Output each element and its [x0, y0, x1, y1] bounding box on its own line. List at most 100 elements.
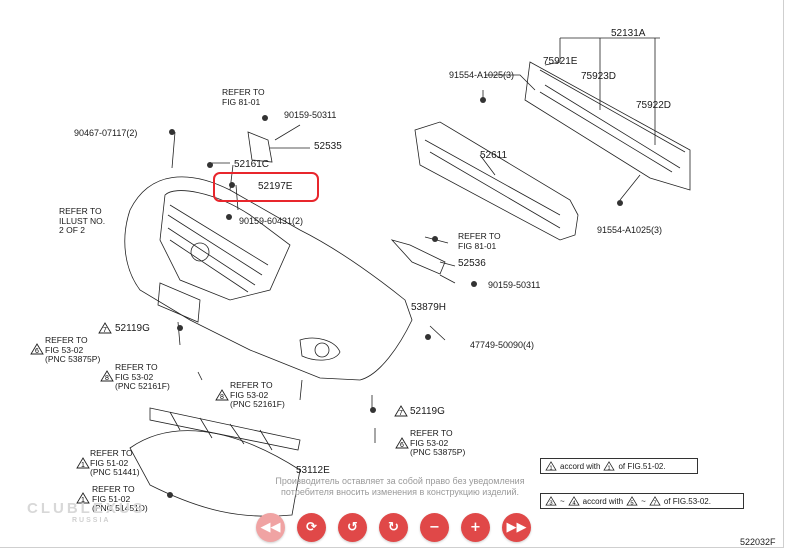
energy-absorber-detail — [424, 139, 561, 229]
part-label: 75923D — [581, 71, 617, 82]
triangle-5-icon: 5 — [626, 496, 638, 506]
part-label: 52119G — [410, 406, 445, 417]
viewer-toolbar: ◀◀ ⟳ ↺ ↻ − + ▶▶ — [256, 513, 531, 542]
bumper-cover — [124, 176, 413, 381]
part-label: 52535 — [314, 141, 342, 152]
part-label: 52161C — [234, 159, 270, 170]
lower-spoiler — [129, 430, 301, 517]
plate-area — [157, 282, 201, 323]
rotate-left-button[interactable]: ↺ — [338, 513, 367, 542]
svg-text:3: 3 — [549, 500, 552, 506]
triangle-8-icon: 8 — [100, 370, 114, 382]
grille-bars — [167, 204, 269, 293]
legend-tail: of FIG.51-02. — [618, 461, 666, 471]
bracket-left — [247, 131, 273, 163]
triangle-6-icon: 6 — [30, 343, 44, 355]
clip-90467 — [169, 129, 175, 135]
part-label: 90467-07117(2) — [74, 128, 138, 138]
zoom-in-button[interactable]: + — [461, 513, 490, 542]
clip-fig51 — [167, 492, 173, 498]
triangle-7-icon: 7 — [394, 405, 408, 417]
part-label: 52197E — [258, 181, 293, 192]
part-label: 90159-50311 — [488, 280, 541, 290]
energy-absorber — [414, 121, 579, 241]
part-label: 47749-50090(4) — [470, 340, 535, 350]
rotate-button[interactable]: ⟳ — [297, 513, 326, 542]
part-label: 90159-60431(2) — [239, 216, 304, 226]
fog-lamp — [299, 337, 341, 361]
triangle-3-icon: 3 — [545, 496, 557, 506]
legend-fig53: 3 ~ 4 accord with 5 ~ 7 of FIG.53-02. — [540, 493, 744, 509]
part-label: 52611 — [480, 150, 508, 161]
triangle-7-icon: 7 — [649, 496, 661, 506]
rotate-right-button[interactable]: ↻ — [379, 513, 408, 542]
part-label: 75921E — [543, 56, 578, 67]
svg-text:1: 1 — [608, 465, 611, 471]
legend-text: accord with — [582, 496, 624, 506]
triangle-8-icon: 8 — [215, 389, 229, 401]
disclaimer-notice: Производитель оставляет за собой право б… — [235, 476, 565, 498]
clip-52161C — [207, 162, 213, 168]
nut-47749 — [425, 334, 431, 340]
last-button[interactable]: ▶▶ — [502, 513, 531, 542]
svg-text:1: 1 — [549, 465, 552, 471]
clip-52197E — [229, 182, 235, 188]
diagram-id: 522032F — [740, 537, 776, 547]
bracket-right — [390, 239, 446, 275]
disclaimer-line: Производитель оставляет за собой право б… — [275, 476, 525, 486]
legend-tilde: ~ — [641, 496, 646, 506]
svg-text:7: 7 — [103, 327, 107, 334]
part-label: 91554-A1025(3) — [597, 225, 663, 235]
grille-emblem — [190, 242, 210, 262]
reinforcement-beam — [524, 61, 691, 191]
svg-text:7: 7 — [653, 500, 656, 506]
zoom-out-button[interactable]: − — [420, 513, 449, 542]
legend-text: accord with — [560, 461, 601, 471]
bolt-91554-bottom — [617, 200, 623, 206]
clip-fig81-right — [432, 236, 438, 242]
svg-text:1: 1 — [81, 497, 85, 504]
lower-trim — [149, 407, 301, 451]
clip-52119G-right — [370, 407, 376, 413]
triangle-7-icon: 7 — [98, 322, 112, 334]
triangle-1-icon: 1 — [76, 492, 90, 504]
part-label: 52131A — [611, 28, 646, 39]
triangle-1-icon: 1 — [603, 461, 616, 471]
watermark-sub: RUSSIA — [72, 517, 111, 524]
watermark-logo: CLUBLEXUS — [27, 500, 146, 517]
svg-text:6: 6 — [400, 442, 404, 449]
triangle-6-icon: 6 — [395, 437, 409, 449]
first-button[interactable]: ◀◀ — [256, 513, 285, 542]
legend-tilde: ~ — [560, 496, 565, 506]
triangle-1-icon: 1 — [545, 461, 557, 471]
clip-52119G-left — [177, 325, 183, 331]
svg-text:6: 6 — [35, 348, 39, 355]
svg-text:1: 1 — [81, 462, 85, 469]
reinforcement-beam-detail — [539, 69, 686, 173]
triangle-1-icon: 1 — [76, 457, 90, 469]
svg-text:8: 8 — [105, 375, 109, 382]
svg-text:4: 4 — [572, 500, 576, 506]
part-label: 90159-50311 — [284, 110, 337, 120]
part-label: 53112E — [296, 465, 330, 476]
disclaimer-line: потребителя вносить изменения в конструк… — [281, 487, 519, 497]
svg-text:5: 5 — [631, 500, 634, 506]
screw-90159-60431 — [226, 214, 232, 220]
highlight-52197E — [213, 172, 319, 202]
legend-fig51: 1 accord with 1 of FIG.51-02. — [540, 458, 698, 474]
part-label: 52536 — [458, 258, 486, 269]
screw-90159-50311-top — [262, 115, 268, 121]
part-label: 75922D — [636, 100, 672, 111]
svg-text:7: 7 — [399, 410, 403, 417]
